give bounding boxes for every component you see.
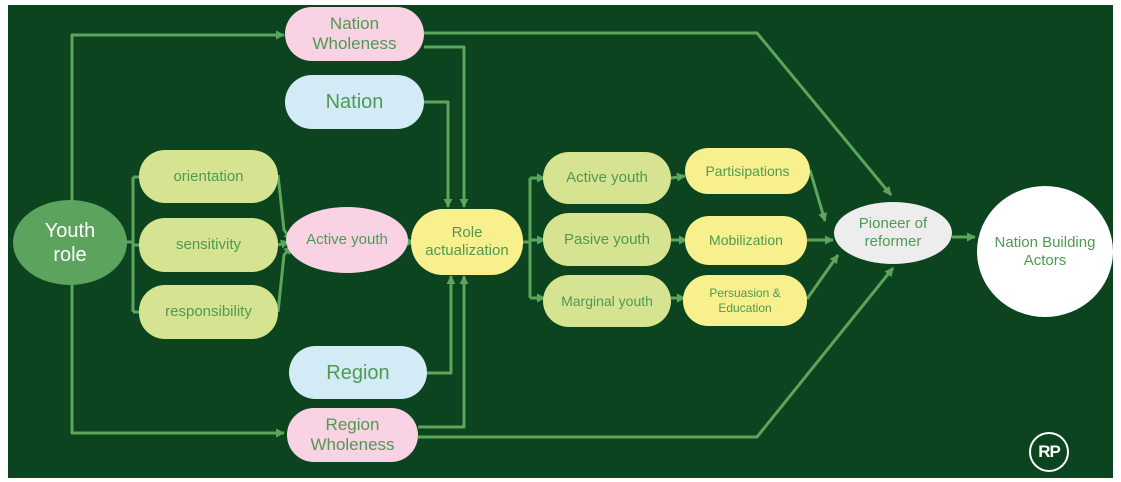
responsibility-node: responsibility [139,285,278,339]
edge-youth-to-nation-wholeness [70,30,285,205]
edge-persuasion-to-pioneer [805,254,840,300]
edge-nation-wholeness-to-pioneer [424,31,893,196]
pioneer-of-reformer-node: Pioneer of reformer [834,202,952,264]
nation-wholeness-node: Nation Wholeness [285,7,424,61]
edge-nation-to-role [424,100,453,208]
edge-partisipations-to-pioneer [808,169,828,222]
edge-nation-wholeness-to-role [424,45,469,208]
rp-logo: RP [1029,432,1069,472]
edge-region-to-role [427,275,456,375]
sensitivity-node: sensitivity [139,218,278,272]
active-youth-center-node: Active youth [286,207,408,273]
nation-building-actors-node: Nation Building Actors [977,186,1113,317]
orientation-node: orientation [139,150,278,203]
edge-region-wholeness-to-pioneer [418,267,895,439]
youth-role-node: Youth role [13,200,127,285]
role-actualization-node: Role actualization [411,209,523,275]
edge-youth-to-region-wholeness [70,275,285,438]
active-youth-node: Active youth [543,152,671,204]
region-wholeness-node: Region Wholeness [287,408,418,462]
marginal-youth-node: Marginal youth [543,275,671,327]
partisipations-node: Partisipations [685,148,810,194]
persuasion-education-node: Persuasion & Education [683,275,807,326]
edge-responsibility-to-active [276,245,294,313]
mobilization-node: Mobilization [685,216,807,265]
nation-node: Nation [285,75,424,129]
edge-region-wholeness-to-role [418,275,469,429]
region-node: Region [289,346,427,399]
edge-active-to-partisipations [670,172,686,182]
pasive-youth-node: Pasive youth [543,213,671,266]
